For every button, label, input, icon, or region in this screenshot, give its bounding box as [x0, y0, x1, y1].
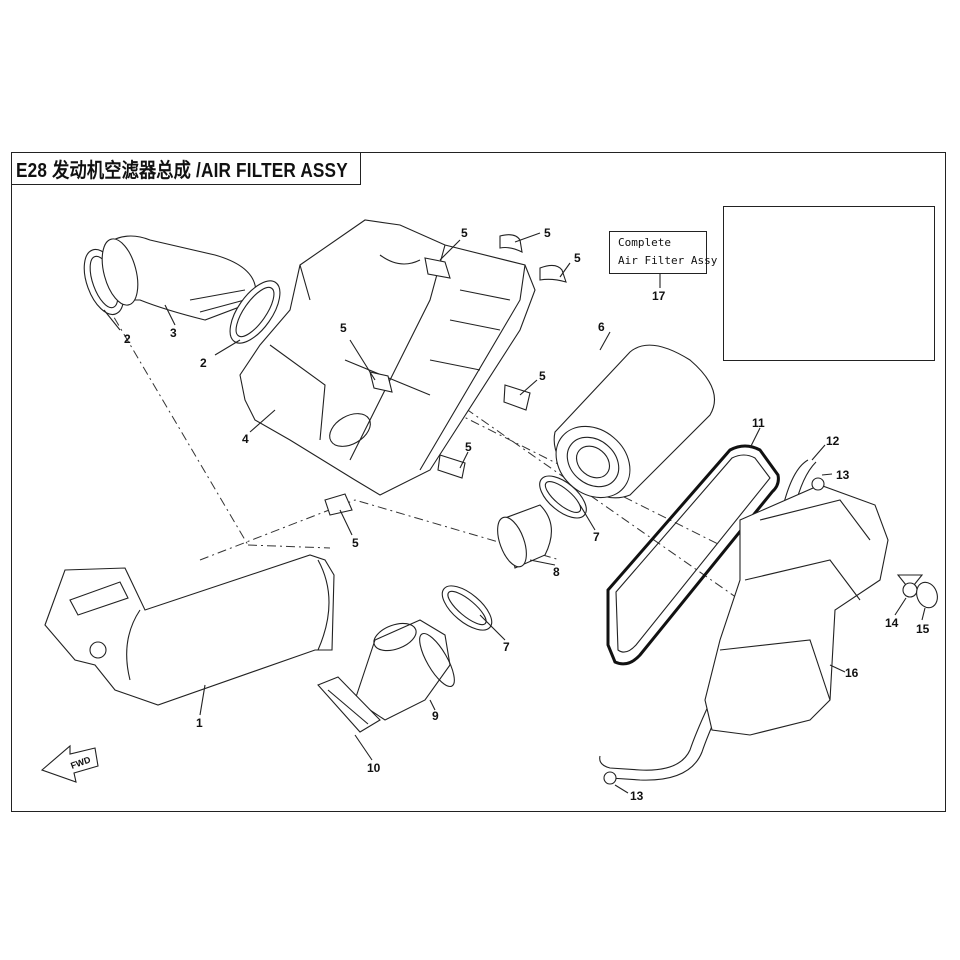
part-3-intake-boot	[101, 235, 259, 321]
leader-lines	[103, 232, 926, 794]
callout-5-b: 5	[544, 226, 551, 240]
title-code: E28	[16, 160, 48, 182]
callout-12: 12	[826, 434, 840, 448]
callout-8: 8	[553, 565, 560, 579]
fwd-arrow-icon: FWD	[40, 744, 99, 783]
callout-3: 3	[170, 326, 177, 340]
callout-11: 11	[752, 416, 765, 430]
callout-2-right: 2	[200, 356, 207, 370]
part-5-clip-f	[437, 454, 466, 479]
part-14-clip	[896, 574, 924, 598]
callout-7-upper: 7	[593, 530, 600, 544]
part-13-clamp-lower	[603, 771, 617, 785]
part-2-clamp-right	[229, 280, 281, 344]
title-box: E28 发动机空滤器总成 /AIR FILTER ASSY	[11, 152, 361, 185]
part-5-clip-g	[324, 493, 353, 516]
callout-10: 10	[367, 761, 381, 775]
part-4-airbox-housing	[239, 219, 536, 496]
part-1-intake-duct	[44, 554, 335, 706]
callout-1: 1	[196, 716, 203, 730]
callout-5-g: 5	[352, 536, 359, 550]
callout-5-f: 5	[465, 440, 472, 454]
page-title: E28 发动机空滤器总成 /AIR FILTER ASSY	[16, 154, 348, 183]
callout-2-left: 2	[124, 332, 131, 346]
callout-6: 6	[598, 320, 605, 334]
callout-4: 4	[242, 432, 249, 446]
part-15-cap	[916, 581, 938, 609]
part-11-gasket	[606, 444, 780, 666]
part-8-coupler-sleeve	[497, 504, 552, 569]
callout-15: 15	[916, 622, 930, 636]
callout-14: 14	[885, 616, 899, 630]
part-16-airbox-cover	[704, 484, 889, 736]
callout-17: 17	[652, 289, 666, 303]
part-6-filter-element	[553, 344, 715, 499]
callout-9: 9	[432, 709, 439, 723]
complete-assy-label-box: Complete Air Filter Assy	[609, 231, 718, 274]
callout-5-a: 5	[461, 226, 468, 240]
callout-5-e: 5	[539, 369, 546, 383]
part-5-clip-c	[539, 264, 567, 283]
callout-13-lower: 13	[630, 789, 644, 803]
part-9-throttle-boot	[354, 619, 455, 721]
part-7-clamp-upper	[539, 475, 587, 519]
diagram-frame	[11, 152, 946, 812]
inset-image-box	[723, 206, 935, 361]
part-7-clamp-lower	[441, 585, 493, 631]
callout-13-upper: 13	[836, 468, 850, 482]
callout-7-lower: 7	[503, 640, 510, 654]
part-5-clip-b	[499, 234, 523, 253]
callout-5-d: 5	[340, 321, 347, 335]
callout-5-c: 5	[574, 251, 581, 265]
part-5-clip-a	[424, 257, 451, 279]
complete-label-line1: Complete	[618, 236, 671, 249]
title-english: /AIR FILTER ASSY	[196, 160, 348, 182]
part-5-clip-e	[503, 384, 531, 411]
part-13-clamp-upper	[811, 477, 825, 491]
callout-16: 16	[845, 666, 859, 680]
title-chinese: 发动机空滤器总成	[52, 160, 192, 182]
part-10-rubber-flange	[317, 676, 381, 733]
complete-label-line2: Air Filter Assy	[618, 254, 718, 267]
callouts: 1 2 3 2 4 5 5 5 5 5 5 5 6 7 7 8 9 10 11 …	[124, 226, 930, 803]
part-5-clip-d	[369, 371, 393, 393]
